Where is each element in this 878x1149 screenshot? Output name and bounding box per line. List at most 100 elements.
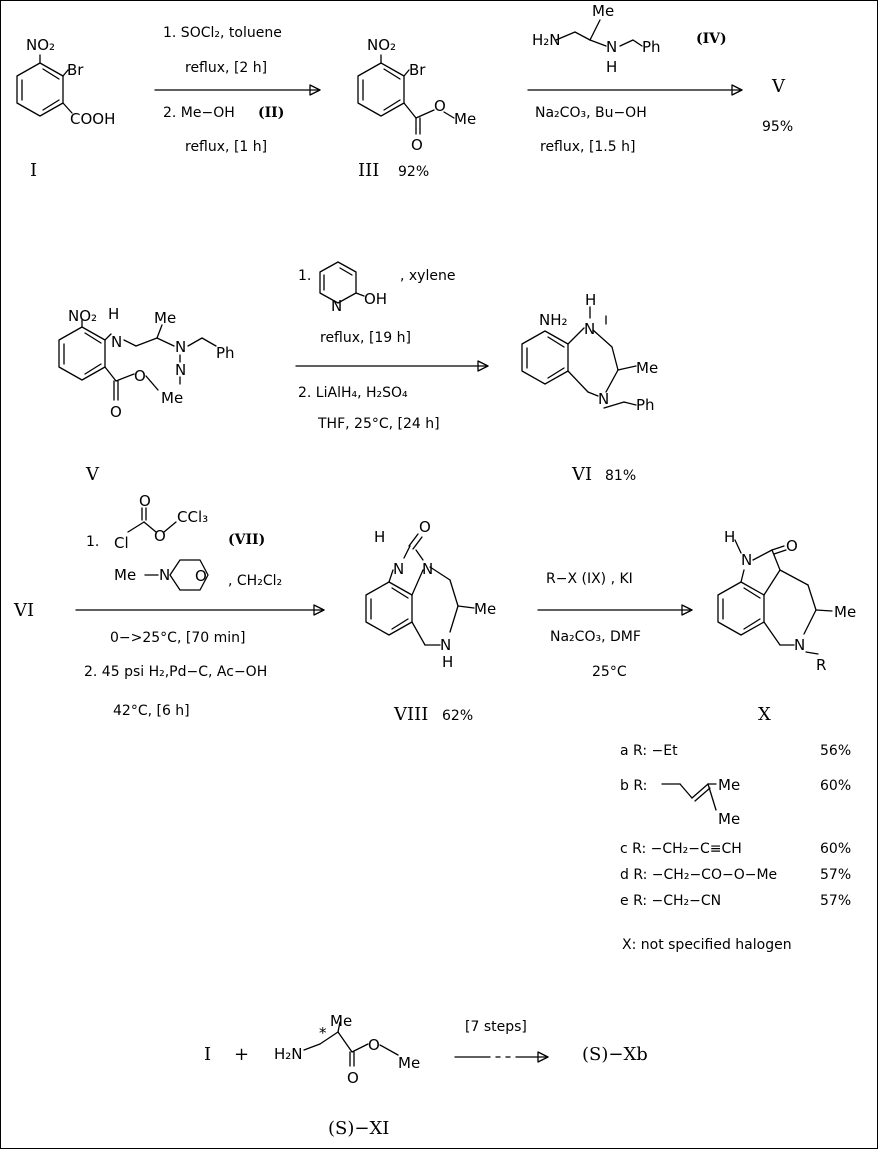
compound-VIII-label: VIII — [393, 704, 428, 725]
carbonyl-oxygen-VII: O — [139, 492, 151, 510]
amine-H-VI: H — [585, 291, 596, 309]
r-group-b-yield: 60% — [820, 778, 851, 794]
step2-cond1: Na₂CO₃, Bu−OH — [535, 105, 647, 121]
methyl-ester-V: Me — [161, 389, 183, 407]
carbonyl-oxygen-XI: O — [347, 1069, 359, 1087]
compound-X-label: X — [758, 704, 771, 725]
chloro-VII: Cl — [114, 534, 129, 552]
prenyl-methyl-1: Me — [718, 776, 740, 794]
r-group-d: d R: −CH₂−CO−O−Me — [620, 867, 777, 883]
reagent-VII-label: (VII) — [228, 532, 265, 548]
methyl-III: Me — [454, 110, 476, 128]
ester-oxygen-V: O — [134, 367, 146, 385]
morpholine-O: O — [195, 567, 207, 585]
r-group-a: a R: −Et — [620, 743, 678, 759]
step3-line1-suffix: , xylene — [400, 268, 455, 284]
plus-sign: + — [234, 1044, 249, 1065]
methyl-XI: Me — [330, 1012, 352, 1030]
pyridine-N: N — [331, 297, 342, 315]
methyl-morpholine: Me — [114, 566, 136, 584]
ester-oxygen-XI: O — [368, 1036, 380, 1054]
compound-VI-structure: NH₂ H N Me N Ph — [521, 291, 658, 414]
amine-H2N-XI: H₂N — [274, 1045, 303, 1063]
nitro-group-V: NO₂ — [68, 307, 97, 325]
step4-line1-prefix: 1. — [86, 534, 99, 550]
urea-N2-VIII: N — [422, 560, 433, 578]
step1-reagent-label: (II) — [258, 105, 284, 121]
methyl-X: Me — [834, 603, 856, 621]
compound-VIII-structure: H N O N Me N H — [365, 518, 496, 671]
amine-N2-VI: N — [598, 390, 609, 408]
compound-V-label: V — [85, 464, 100, 485]
product-V-label: V — [771, 76, 786, 97]
step1-line4: reflux, [1 h] — [185, 139, 267, 155]
bromo-III: Br — [409, 61, 426, 79]
nitro-group-III: NO₂ — [367, 36, 396, 54]
compound-VIII-yield: 62% — [442, 708, 473, 724]
reagent-IV-label: (IV) — [696, 31, 727, 47]
step3-line3: 2. LiAlH₄, H₂SO₄ — [298, 385, 408, 401]
amine-H2N-IV: H₂N — [532, 31, 561, 49]
amine-N-VIII: N — [440, 636, 451, 654]
amine-N-IV: N — [606, 38, 617, 56]
step1-line3: 2. Me−OH — [163, 105, 235, 121]
bromo-I: Br — [67, 61, 84, 79]
amine-H-VIII: H — [442, 653, 453, 671]
lactam-H-X: H — [724, 528, 735, 546]
step5-line2: Na₂CO₃, DMF — [550, 629, 641, 645]
morpholine-N: N — [159, 566, 170, 584]
lactam-N-X: N — [741, 551, 752, 569]
r-group-d-yield: 57% — [820, 867, 851, 883]
r-group-e: e R: −CH₂−CN — [620, 893, 721, 909]
hydroxyl-group: OH — [364, 290, 387, 308]
product-V-yield: 95% — [762, 119, 793, 135]
compound-III-label: III — [358, 160, 379, 181]
methyl-IV: Me — [592, 2, 614, 20]
step4-line4: 2. 45 psi H₂,Pd−C, Ac−OH — [84, 664, 267, 680]
compound-VI-reactant-label: VI — [13, 600, 34, 621]
carbonyl-oxygen-V: O — [110, 403, 122, 421]
compound-I-bottom-label: I — [204, 1044, 211, 1065]
step3-line2: reflux, [19 h] — [320, 330, 411, 346]
amine-N-X: N — [794, 636, 805, 654]
phenyl-V: Ph — [216, 344, 235, 362]
r-group-c-yield: 60% — [820, 841, 851, 857]
halogen-note: X: not specified halogen — [622, 937, 792, 953]
carbonyl-oxygen-VIII: O — [419, 518, 431, 536]
r-group-a-yield: 56% — [820, 743, 851, 759]
nitro-group-I: NO₂ — [26, 36, 55, 54]
amine-H-IV: H — [606, 58, 617, 76]
compound-XI-structure: H₂N * Me O O Me — [274, 1012, 420, 1087]
r-group-b: b R: — [620, 778, 647, 794]
product-Xb-label: (S)−Xb — [582, 1044, 648, 1065]
methyl-VIII: Me — [474, 600, 496, 618]
urea-H-VIII: H — [374, 528, 385, 546]
prenyl-methyl-2: Me — [718, 810, 740, 828]
step3-line4: THF, 25°C, [24 h] — [317, 416, 440, 432]
stereocenter-asterisk: * — [319, 1024, 327, 1042]
reagent-IV-structure: H₂N Me N H Ph — [532, 2, 661, 76]
carboxyl-I: COOH — [70, 110, 115, 128]
amine-N1-V: N — [111, 333, 122, 351]
compound-I-structure: NO₂ Br COOH — [16, 36, 115, 128]
step4-line5: 42°C, [6 h] — [113, 703, 190, 719]
trichloromethyl-VII: CCl₃ — [177, 508, 208, 526]
amine-N3-V: N — [175, 361, 186, 379]
prenyl-structure: Me Me — [661, 776, 740, 828]
compound-I-label: I — [30, 160, 37, 181]
phenyl-VI: Ph — [636, 396, 655, 414]
r-group-e-yield: 57% — [820, 893, 851, 909]
r-group-c: c R: −CH₂−C≡CH — [620, 841, 742, 857]
amino-NH2-VI: NH₂ — [539, 311, 568, 329]
step5-line1: R−X (IX) , KI — [546, 571, 633, 587]
step5-line3: 25°C — [592, 664, 627, 680]
methyl-V: Me — [154, 309, 176, 327]
methyl-VI: Me — [636, 359, 658, 377]
hydroxypyridine-structure: N OH — [319, 261, 387, 315]
amine-N2-V: N — [175, 338, 186, 356]
step6-label: [7 steps] — [465, 1019, 527, 1035]
amine-H-V: H — [108, 305, 119, 323]
compound-III-yield: 92% — [398, 164, 429, 180]
reagent-VII-structure: 1. Cl O O CCl₃ — [86, 492, 208, 552]
